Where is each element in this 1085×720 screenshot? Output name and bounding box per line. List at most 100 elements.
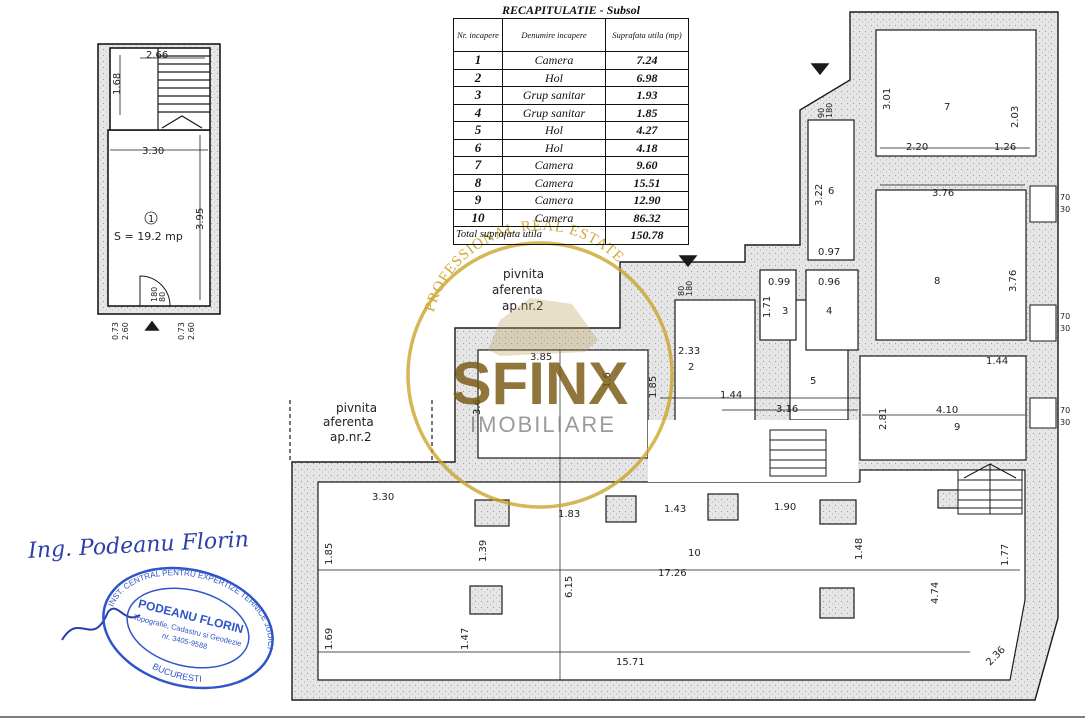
watermark-sub: IMOBILIARE (470, 412, 616, 437)
small-plan-door (139, 275, 171, 307)
recap-cell-name: Hol (502, 121, 606, 140)
dim-label: 0.73 (177, 322, 186, 340)
stamp-inner (126, 587, 250, 669)
signature: Ing. Podeanu Florin (27, 527, 250, 564)
room-number: 6 (828, 186, 834, 197)
pillars (469, 489, 961, 619)
room-4-floor (805, 269, 859, 351)
dim-label: 0.96 (818, 277, 840, 288)
dim-label: 2.33 (678, 346, 700, 357)
recap-cell-nr: 5 (453, 121, 503, 140)
dim-label: 1.85 (648, 376, 659, 398)
dim-label: 2.81 (878, 408, 889, 430)
dim-label: 1.44 (720, 390, 742, 401)
entrance-arrow-icon (678, 255, 698, 268)
watermark-brand: SFINX (452, 350, 629, 417)
small-plan-stair-well (109, 47, 211, 131)
recap-cell-area: 1.85 (605, 103, 689, 122)
recap-title: RECAPITULATIE - Subsol (501, 3, 641, 17)
dim-label: 180 (150, 287, 159, 302)
recap-grid: Nr. incapere Denumire incapere Suprafata… (453, 18, 689, 245)
dim-label: 80 (158, 292, 167, 302)
room-number: 8 (934, 276, 940, 287)
dim-label: 4.10 (936, 405, 958, 416)
dim-label: 3.01 (882, 88, 893, 110)
small-plan-stairs (157, 48, 210, 130)
dim-label: 17.26 (658, 568, 687, 579)
windows (1029, 185, 1057, 429)
stamp-outer (102, 566, 274, 690)
signature-scribble (61, 607, 141, 641)
stairs (769, 429, 1023, 515)
dim-label: 3.76 (932, 188, 954, 199)
dim-label: 2.60 (121, 322, 130, 340)
dim-label: 3.95 (195, 208, 206, 230)
dim-label: 1.6 (602, 372, 613, 388)
recap-cell-area: 86.32 (605, 208, 689, 227)
small-plan (97, 43, 221, 331)
label-cellar: ap.nr.2 (330, 430, 372, 444)
dim-label: 3.16 (776, 404, 798, 415)
recap-header-row: Nr. incapere Denumire incapere Suprafata… (453, 18, 689, 52)
basement-labels: pivnita aferenta ap.nr.2 pivnita aferent… (323, 88, 1070, 668)
recap-total-label: Total suprafata utila (453, 226, 606, 245)
dim-label: 3.76 (1008, 270, 1019, 292)
recap-cell-area: 7.24 (605, 51, 689, 70)
recap-cell-nr: 4 (453, 103, 503, 122)
dimension-lines (318, 147, 1030, 680)
recap-header: Suprafata utila (mp) (605, 18, 689, 52)
room-number: 3 (782, 306, 788, 317)
recap-cell-nr: 3 (453, 86, 503, 105)
dim-label: 30 (1060, 418, 1070, 427)
dim-label: 2.66 (146, 50, 168, 61)
dim-label: 1.44 (986, 356, 1008, 367)
dim-label: 1.85 (324, 543, 335, 565)
label-cellar: aferenta (492, 283, 543, 297)
dim-label: 1.39 (478, 540, 489, 562)
recap-cell-name: Camera (502, 51, 606, 70)
recap-cell-name: Grup sanitar (502, 103, 606, 122)
dim-label: 4.74 (930, 582, 941, 604)
dim-label: 2.60 (187, 322, 196, 340)
recap-cell-name: Camera (502, 191, 606, 210)
room-number: 4 (826, 306, 832, 317)
dim-label: 1.77 (1000, 544, 1011, 566)
room-number: 5 (810, 376, 816, 387)
dim-label: 1.83 (558, 509, 580, 520)
room-9-floor (859, 355, 1027, 461)
dim-label: 0.97 (818, 247, 840, 258)
recap-header: Denumire incapere (502, 18, 606, 52)
dim-label: 1.48 (854, 538, 865, 560)
small-plan-labels: 2.66 1.68 3.30 3.95 80 180 0.73 2.60 0.7… (111, 50, 206, 340)
cellar-room (477, 349, 649, 459)
dim-label: 70 (1060, 406, 1070, 415)
dim-label: 3.22 (814, 184, 825, 206)
recap-cell-area: 12.90 (605, 191, 689, 210)
dim-label: 30 (1060, 324, 1070, 333)
entrance-arrow-icon (144, 320, 160, 331)
recap-cell-area: 15.51 (605, 173, 689, 192)
dim-label: 3.6 (472, 399, 483, 415)
dim-label: 6.15 (564, 576, 575, 598)
recap-cell-area: 6.98 (605, 68, 689, 87)
recap-total-row: Total suprafata utila 150.78 (453, 226, 689, 245)
recap-cell-nr: 2 (453, 68, 503, 87)
recap-cell-name: Hol (502, 138, 606, 157)
dim-label: 3.30 (142, 146, 164, 157)
label-cellar: pivnita (503, 267, 544, 281)
label-cellar: pivnita (336, 401, 377, 415)
basement-plan (289, 11, 1059, 701)
dim-label: 1.90 (774, 502, 796, 513)
recap-table: RECAPITULATIE - Subsol Nr. incapere Denu… (453, 3, 689, 245)
label-cellar: ap.nr.2 (502, 299, 544, 313)
dim-label: 180 (825, 103, 834, 118)
